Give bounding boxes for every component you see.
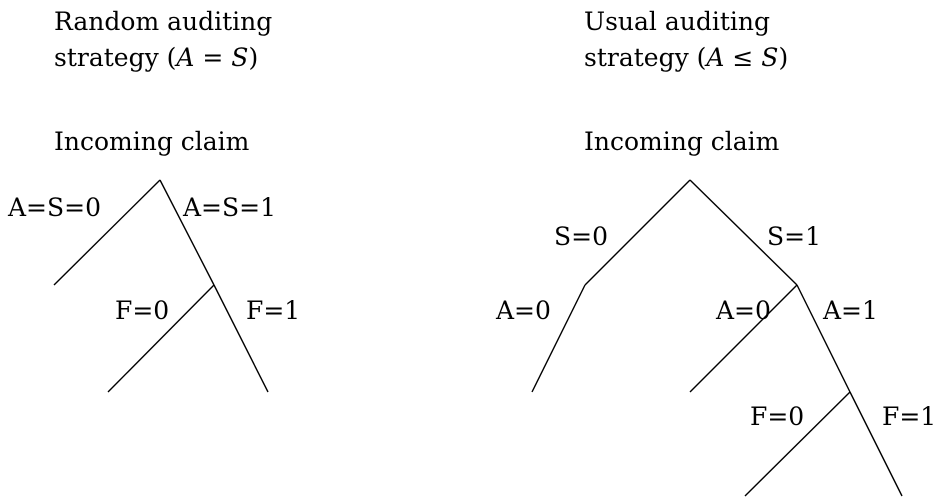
right-edge-s-0 xyxy=(584,179,691,286)
right-label-f-0: F=0 xyxy=(750,402,805,431)
left-root-label: Incoming claim xyxy=(54,127,250,156)
right-root-label: Incoming claim xyxy=(584,127,780,156)
right-title-line2: strategy (A ≤ S) xyxy=(584,40,788,76)
right-edge-f-1 xyxy=(849,391,903,497)
left-edge-a-s-1 xyxy=(159,179,215,286)
right-title-math: A ≤ S xyxy=(706,43,779,72)
left-tree-title: Random auditing strategy (A = S) xyxy=(54,4,272,76)
right-title-line1: Usual auditing xyxy=(584,7,770,36)
left-label-a-s-1: A=S=1 xyxy=(183,193,276,222)
right-title-prefix: strategy ( xyxy=(584,43,707,72)
right-edge-a-0-left xyxy=(531,284,586,393)
right-edge-s-1 xyxy=(689,179,798,286)
right-label-s-1: S=1 xyxy=(767,222,821,251)
right-edge-a-1 xyxy=(796,284,851,393)
left-title-math: A = S xyxy=(176,43,249,72)
left-title-line1: Random auditing xyxy=(54,7,273,36)
left-title-line2: strategy (A = S) xyxy=(54,40,272,76)
left-edge-f-1 xyxy=(213,284,269,393)
right-label-a-1: A=1 xyxy=(823,296,878,325)
right-label-a-0-left: A=0 xyxy=(496,296,551,325)
right-label-s-0: S=0 xyxy=(554,222,608,251)
right-edge-f-0 xyxy=(744,391,851,497)
right-title-suffix: ) xyxy=(778,43,789,72)
left-title-suffix: ) xyxy=(248,43,259,72)
right-edge-a-0-mid xyxy=(689,284,798,393)
left-edge-a-s-0 xyxy=(53,179,161,286)
right-label-f-1: F=1 xyxy=(882,402,937,431)
left-label-a-s-0: A=S=0 xyxy=(8,193,101,222)
left-edge-f-0 xyxy=(107,284,215,393)
left-title-prefix: strategy ( xyxy=(54,43,177,72)
left-label-f-1: F=1 xyxy=(246,296,301,325)
right-tree-title: Usual auditing strategy (A ≤ S) xyxy=(584,4,788,76)
left-label-f-0: F=0 xyxy=(115,296,170,325)
